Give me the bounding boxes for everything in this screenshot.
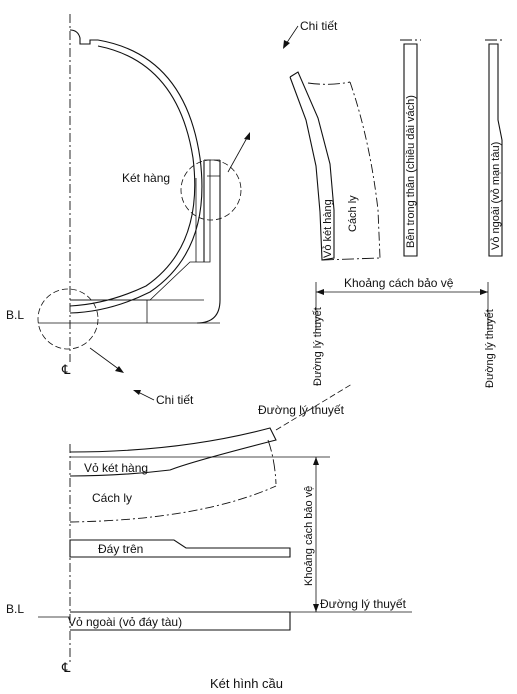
duong-ly-thuyet-left-label: Đường lý thuyết (312, 307, 324, 386)
break-top (307, 81, 351, 85)
break-bottom (321, 257, 381, 261)
ket-hang-label: Két hàng (122, 171, 170, 185)
insulation-line-h (69, 485, 277, 523)
insulation-line (349, 81, 381, 259)
side-detail: Chi tiết Vỏ két hàng Cách ly Bên trong t… (283, 19, 504, 388)
chi-tiet-top-arrow (285, 25, 299, 45)
cl-label-bottom: ℄ (61, 660, 71, 675)
duong-ly-thuyet-bottom-label: Đường lý thuyết (320, 597, 407, 611)
hull-side (196, 160, 221, 324)
outer-bottom-plate (70, 611, 291, 631)
theory-ext-top (275, 383, 353, 431)
khoang-cach-h-label: Khoảng cách bảo vệ (344, 276, 454, 290)
duong-ly-thuyet-right-label: Đường lý thuyết (484, 309, 496, 388)
day-tren-label: Đáy trên (98, 542, 143, 556)
vo-ket-hang-hlabel: Vỏ két hàng (84, 461, 148, 475)
sphere-shell-outer (69, 39, 203, 314)
tank-section: Két hàng B.L ℄ (6, 14, 250, 377)
chi-tiet-bottom-label: Chi tiết (156, 393, 194, 407)
cach-ly-hlabel: Cách ly (92, 491, 132, 505)
inner-bottom-plate (69, 539, 291, 558)
inner-bulkhead (403, 43, 418, 257)
bl-label-top: B.L (6, 308, 24, 322)
ben-trong-than-label: Bên trong thân (chiều dài vách) (405, 95, 417, 248)
chi-tiet-top-label: Chi tiết (300, 19, 338, 33)
tank-shell-plate-h (69, 427, 277, 477)
tank-skirt (195, 159, 220, 262)
arrow-up-right (227, 135, 249, 173)
bl-label-bottom: B.L (6, 602, 24, 616)
detail-circle-bottom (37, 288, 99, 350)
duong-ly-thuyet-top-label: Đường lý thuyết (258, 403, 345, 417)
cach-ly-vlabel: Cách ly (347, 195, 359, 232)
detail-circle-side (180, 159, 242, 221)
khoang-cach-v-label: Khoảng cách bảo vệ (303, 486, 315, 586)
vo-ngoai-day-label: Vỏ ngoài (vỏ đáy tàu) (68, 615, 182, 629)
cl-label-top: ℄ (61, 362, 71, 377)
outer-shell (488, 43, 503, 257)
tank-shell-brk (267, 439, 277, 485)
bottom-detail: Chi tiết Đường lý thuyết Vỏ két hàng Các… (6, 383, 412, 675)
dome-flange (69, 29, 98, 45)
caption: Két hình cầu (210, 676, 283, 691)
vo-ket-hang-vlabel: Vỏ két hàng (322, 199, 334, 258)
arrow-down-right (89, 347, 121, 371)
vo-ngoai-man-label: Vỏ ngoài (vỏ mạn tàu) (490, 142, 502, 250)
tank-shell-plate (289, 71, 335, 261)
chi-tiet-bottom-arrow (137, 391, 155, 401)
